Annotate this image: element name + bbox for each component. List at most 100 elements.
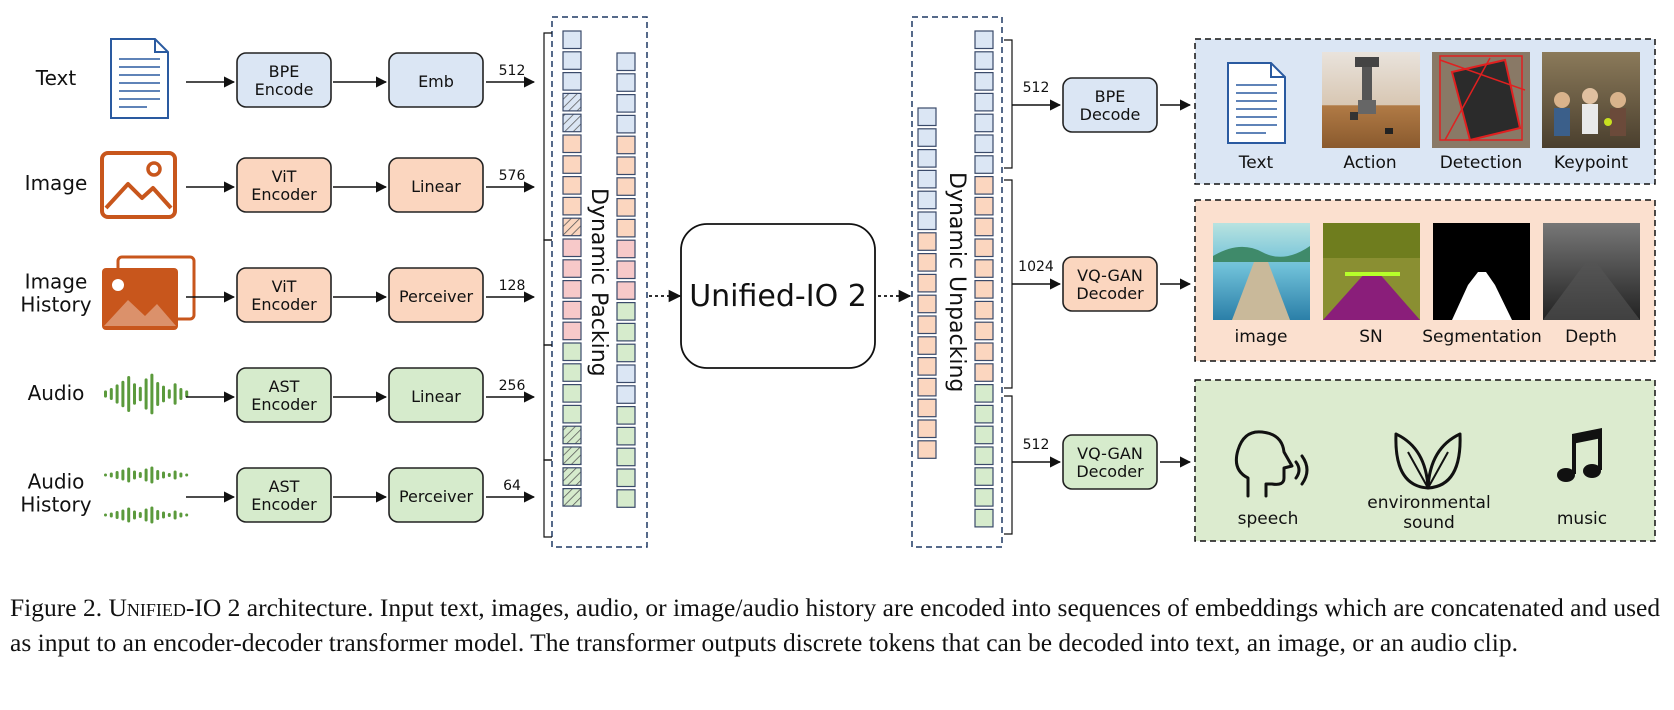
token-cell — [616, 52, 636, 72]
token-cell — [974, 508, 994, 528]
projection-box — [388, 367, 484, 423]
token-cell — [917, 398, 937, 418]
token-cell — [974, 321, 994, 341]
token-cell — [616, 385, 636, 404]
token-cell — [616, 364, 636, 384]
token-cell — [562, 51, 582, 70]
token-cell — [974, 92, 994, 112]
token-cell — [562, 30, 582, 50]
unpacking-label: Dynamic Unpacking — [944, 172, 969, 392]
token-cell — [616, 135, 636, 155]
projection-box — [388, 467, 484, 523]
token-cell — [974, 30, 994, 50]
unpacking-column-2 — [974, 30, 994, 528]
token-cell — [974, 51, 994, 70]
token-cell — [974, 342, 994, 362]
encoder-box — [236, 467, 332, 523]
image-icon — [100, 151, 177, 219]
token-count: 576 — [499, 168, 526, 184]
token-cell — [917, 419, 937, 439]
projection-label: Emb — [418, 72, 454, 91]
token-count: 1024 — [1018, 259, 1054, 275]
token-cell — [562, 446, 582, 466]
token-cell — [974, 404, 994, 424]
speech-icon — [1234, 430, 1309, 498]
token-cell — [562, 384, 582, 403]
packing-label: Dynamic Packing — [586, 188, 611, 377]
token-cell — [616, 239, 636, 259]
token-cell — [616, 260, 636, 280]
input-label: Text — [35, 66, 77, 90]
output-label: Text — [1238, 153, 1274, 173]
token-cell — [616, 426, 636, 446]
output-label: music — [1557, 509, 1607, 529]
token-cell — [616, 447, 636, 467]
token-cell — [616, 218, 636, 238]
token-cell — [974, 280, 994, 299]
input-brackets — [543, 32, 552, 538]
figure-caption: Figure 2. Unified-IO 2 architecture. Inp… — [10, 590, 1665, 660]
output-label: Depth — [1565, 327, 1617, 347]
token-cell — [917, 190, 937, 210]
token-cell — [562, 363, 582, 382]
packing-frame — [551, 16, 648, 548]
action-thumbnail — [1322, 52, 1420, 148]
output-label: Action — [1343, 153, 1396, 173]
audio-output-panel — [1194, 379, 1656, 542]
token-cell — [917, 128, 937, 147]
token-cell — [917, 253, 937, 272]
token-cell — [616, 281, 636, 300]
token-cell — [616, 322, 636, 342]
projection-box — [388, 157, 484, 213]
token-cell — [917, 357, 937, 376]
keypoint-thumbnail — [1542, 52, 1640, 148]
token-cell — [562, 259, 582, 278]
output-brackets — [1004, 39, 1013, 535]
token-cell — [562, 134, 582, 154]
packing-column-1 — [562, 30, 582, 507]
token-cell — [974, 446, 994, 466]
token-cell — [562, 280, 582, 299]
output-label: Detection — [1440, 153, 1523, 173]
output-label: image — [1235, 327, 1288, 347]
caption-model-suffix: -IO 2 architecture. — [185, 593, 374, 622]
caption-prefix: Figure 2. — [10, 593, 109, 622]
output-label: SN — [1359, 327, 1383, 347]
token-cell — [562, 425, 582, 445]
token-cell — [974, 134, 994, 154]
token-cell — [974, 467, 994, 486]
token-cell — [562, 300, 582, 320]
document-icon — [110, 38, 169, 119]
unified-io-model-box — [680, 223, 876, 369]
token-cell — [562, 467, 582, 486]
token-cell — [616, 114, 636, 134]
token-cell — [917, 294, 937, 314]
token-cell — [974, 155, 994, 174]
token-cell — [616, 198, 636, 217]
token-count: 512 — [1023, 80, 1050, 96]
audio-history-icon — [104, 466, 189, 524]
token-cell — [616, 406, 636, 425]
token-cell — [917, 273, 937, 293]
token-cell — [616, 73, 636, 92]
token-cell — [974, 196, 994, 216]
token-cell — [562, 155, 582, 174]
decoder-box — [1062, 77, 1158, 133]
token-cell — [974, 259, 994, 278]
token-count: 256 — [499, 378, 526, 394]
token-cell — [616, 302, 636, 321]
token-cell — [616, 177, 636, 196]
token-cell — [562, 217, 582, 237]
token-cell — [917, 211, 937, 231]
token-cell — [562, 71, 582, 91]
caption-model-name: Unified — [108, 593, 186, 622]
